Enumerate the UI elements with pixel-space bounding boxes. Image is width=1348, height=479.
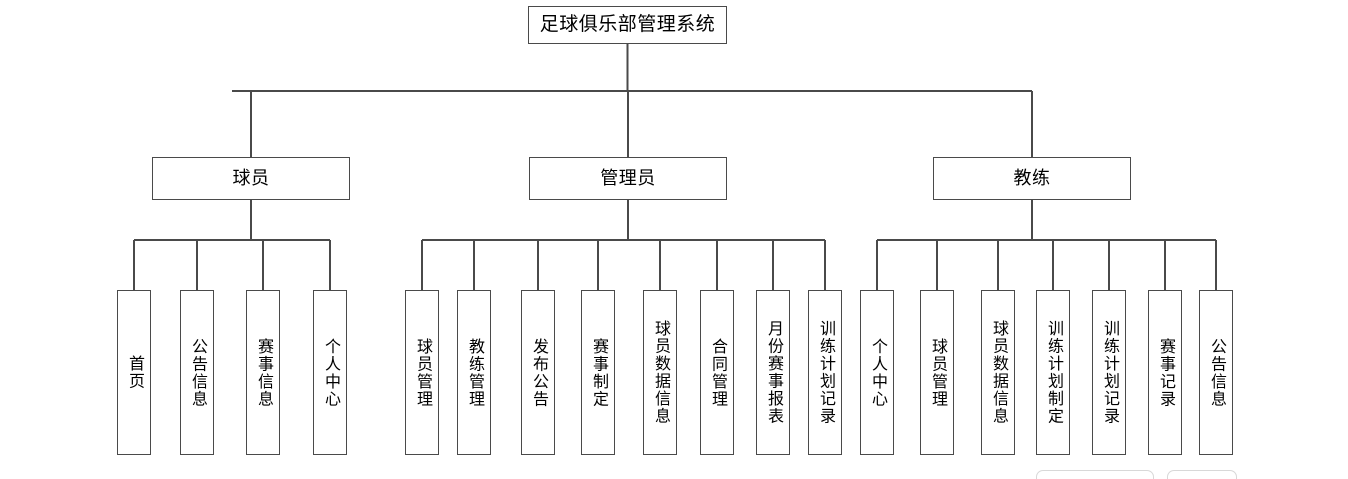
node-coach-label: 教练 xyxy=(1013,168,1051,189)
leaf-node-coach-3[interactable]: 训练计划制定 xyxy=(1036,290,1070,455)
leaf-node-label: 首页 xyxy=(125,355,143,390)
leaf-node-admin-0[interactable]: 球员管理 xyxy=(405,290,439,455)
leaf-node-coach-2[interactable]: 球员数据信息 xyxy=(981,290,1015,455)
leaf-node-player-3[interactable]: 个人中心 xyxy=(313,290,347,455)
leaf-node-label: 训练计划记录 xyxy=(816,320,834,425)
ghost-button-1[interactable] xyxy=(1167,470,1237,479)
leaf-node-label: 教练管理 xyxy=(465,337,483,408)
leaf-node-coach-0[interactable]: 个人中心 xyxy=(860,290,894,455)
leaf-node-label: 训练计划记录 xyxy=(1100,320,1118,425)
node-player-label: 球员 xyxy=(232,168,270,189)
leaf-node-label: 球员数据信息 xyxy=(651,320,669,425)
leaf-node-coach-4[interactable]: 训练计划记录 xyxy=(1092,290,1126,455)
leaf-node-admin-6[interactable]: 月份赛事报表 xyxy=(756,290,790,455)
leaf-node-admin-2[interactable]: 发布公告 xyxy=(521,290,555,455)
leaf-node-admin-1[interactable]: 教练管理 xyxy=(457,290,491,455)
leaf-node-label: 个人中心 xyxy=(321,337,339,408)
ghost-button-0[interactable] xyxy=(1036,470,1154,479)
leaf-node-player-0[interactable]: 首页 xyxy=(117,290,151,455)
leaf-node-player-2[interactable]: 赛事信息 xyxy=(246,290,280,455)
leaf-node-label: 发布公告 xyxy=(529,337,547,408)
leaf-node-label: 球员数据信息 xyxy=(989,320,1007,425)
leaf-node-label: 训练计划制定 xyxy=(1044,320,1062,425)
leaf-node-coach-5[interactable]: 赛事记录 xyxy=(1148,290,1182,455)
leaf-node-player-1[interactable]: 公告信息 xyxy=(180,290,214,455)
node-coach[interactable]: 教练 xyxy=(933,157,1131,200)
node-player[interactable]: 球员 xyxy=(152,157,350,200)
node-admin[interactable]: 管理员 xyxy=(529,157,727,200)
leaf-node-label: 公告信息 xyxy=(1207,337,1225,408)
leaf-node-admin-5[interactable]: 合同管理 xyxy=(700,290,734,455)
node-root[interactable]: 足球俱乐部管理系统 xyxy=(528,6,727,44)
leaf-node-admin-4[interactable]: 球员数据信息 xyxy=(643,290,677,455)
leaf-node-label: 赛事记录 xyxy=(1156,337,1174,408)
leaf-node-coach-6[interactable]: 公告信息 xyxy=(1199,290,1233,455)
leaf-node-admin-7[interactable]: 训练计划记录 xyxy=(808,290,842,455)
leaf-node-label: 球员管理 xyxy=(413,337,431,408)
leaf-node-label: 公告信息 xyxy=(188,337,206,408)
leaf-node-label: 球员管理 xyxy=(928,337,946,408)
leaf-node-label: 月份赛事报表 xyxy=(764,320,782,425)
leaf-node-label: 赛事信息 xyxy=(254,337,272,408)
node-root-label: 足球俱乐部管理系统 xyxy=(539,14,716,36)
leaf-node-label: 个人中心 xyxy=(868,337,886,408)
leaf-node-label: 合同管理 xyxy=(708,337,726,408)
leaf-node-label: 赛事制定 xyxy=(589,337,607,408)
leaf-node-admin-3[interactable]: 赛事制定 xyxy=(581,290,615,455)
leaf-node-coach-1[interactable]: 球员管理 xyxy=(920,290,954,455)
node-admin-label: 管理员 xyxy=(600,168,656,189)
